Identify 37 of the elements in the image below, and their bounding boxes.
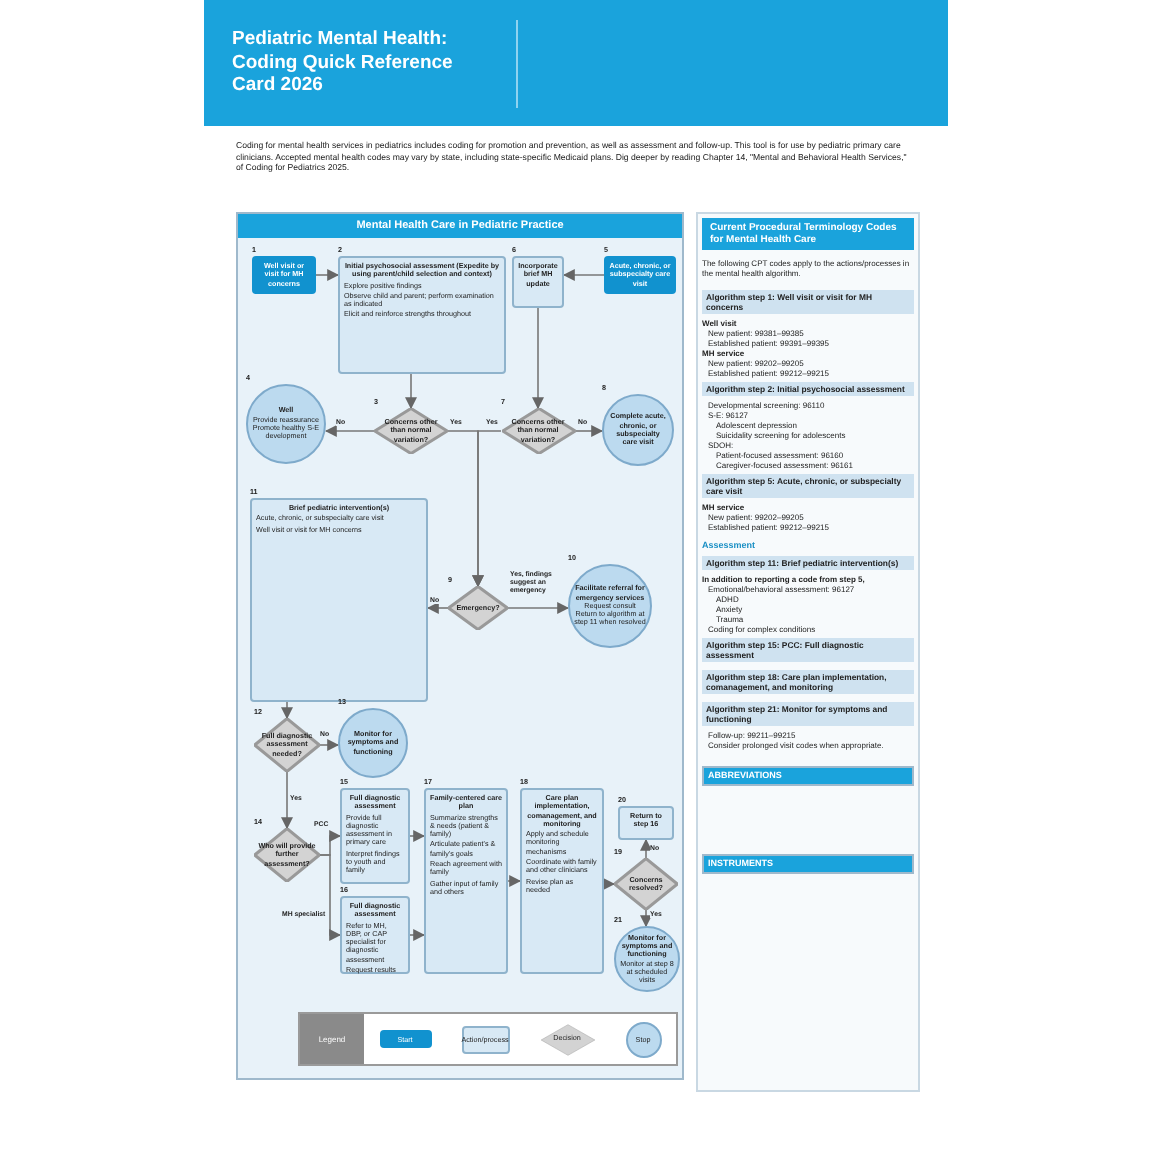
arrow bbox=[315, 269, 340, 281]
arrow bbox=[324, 425, 375, 437]
arrow bbox=[640, 838, 652, 859]
arrow bbox=[281, 701, 293, 720]
start-box bbox=[252, 256, 316, 294]
arrow bbox=[574, 425, 604, 437]
process-box bbox=[338, 256, 506, 374]
arrow bbox=[281, 771, 293, 830]
decision-diamond bbox=[254, 718, 320, 772]
process-box bbox=[424, 788, 508, 974]
arrow bbox=[562, 269, 605, 281]
arrow bbox=[603, 878, 616, 890]
arrow bbox=[409, 830, 426, 842]
process-box bbox=[340, 896, 410, 974]
arrow bbox=[426, 602, 449, 614]
arrow bbox=[405, 373, 417, 410]
decision-diamond bbox=[614, 858, 678, 910]
start-box bbox=[604, 256, 676, 294]
arrow bbox=[507, 875, 522, 887]
decision-diamond bbox=[501, 408, 575, 454]
decision-diamond bbox=[374, 408, 448, 454]
process-box bbox=[520, 788, 604, 974]
flowchart-panel bbox=[236, 212, 684, 1080]
arrow bbox=[472, 430, 502, 588]
arrow bbox=[507, 602, 570, 614]
arrow bbox=[640, 909, 652, 928]
decision-diamond bbox=[448, 586, 508, 630]
process-box bbox=[340, 788, 410, 884]
arrow bbox=[532, 307, 544, 410]
process-box bbox=[512, 256, 564, 308]
decision-diamond bbox=[254, 828, 320, 882]
title: Pediatric Mental Health: Coding Quick Reference Card 2026 bbox=[232, 28, 455, 97]
arrow bbox=[319, 854, 342, 941]
process-box bbox=[618, 806, 674, 840]
arrow bbox=[409, 929, 426, 941]
process-box bbox=[250, 498, 428, 702]
arrow bbox=[319, 739, 340, 751]
